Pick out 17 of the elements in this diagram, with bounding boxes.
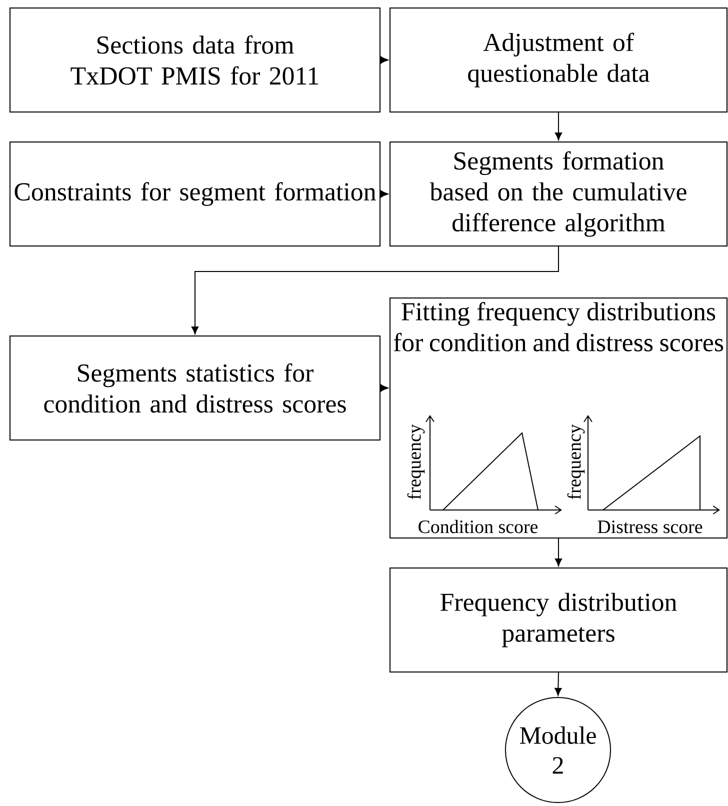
arrow [380, 56, 388, 64]
axis-label: frequency [407, 424, 425, 500]
axis-label: Condition score [418, 520, 538, 534]
process-box: Constraints for segment formation [10, 142, 380, 246]
process-box: Sections data from TxDOT PMIS for 2011 [10, 8, 380, 112]
axis-label: Distress score [598, 520, 702, 534]
axis-label: frequency [567, 424, 585, 500]
arrow [554, 112, 562, 140]
arrow [191, 246, 559, 334]
process-box: Frequency distribution parameters [390, 568, 728, 672]
process-box: Segments formation based on the cumulative difference algorithm [390, 142, 728, 246]
process-box: Segments statistics for condition and distress scores [10, 336, 380, 440]
arrow [554, 672, 562, 696]
arrow [380, 384, 388, 392]
process-box: Adjustment of questionable data [390, 8, 728, 112]
arrow [380, 190, 388, 198]
arrow [554, 538, 562, 566]
